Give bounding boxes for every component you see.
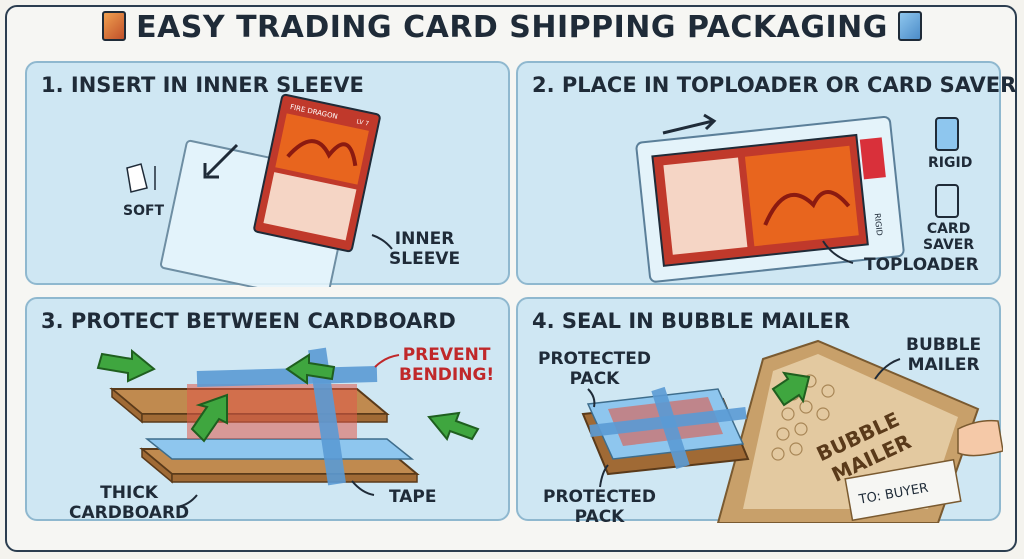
step-2-title: 2. PLACE IN TOPLOADER OR CARD SAVER bbox=[532, 73, 1017, 97]
callout-line bbox=[822, 240, 854, 264]
rigid-label: RIGID bbox=[928, 155, 973, 171]
page-title: EASY TRADING CARD SHIPPING PACKAGING bbox=[0, 10, 1024, 45]
inner-sleeve-label: INNER SLEEVE bbox=[389, 229, 461, 269]
prevent-bending-label: PREVENT BENDING! bbox=[399, 345, 495, 385]
title-text: EASY TRADING CARD SHIPPING PACKAGING bbox=[136, 10, 888, 45]
step-1-illustration: FIRE DRAGON LV 7 bbox=[126, 93, 393, 287]
step-2-illustration: RIGID bbox=[635, 113, 959, 283]
card-stack bbox=[144, 438, 415, 460]
card-saver-label: CARD SAVER bbox=[923, 221, 975, 253]
rigid-toploader-icon bbox=[935, 117, 959, 151]
soft-sleeve-icon bbox=[126, 163, 148, 193]
step-1-title: 1. INSERT IN INNER SLEEVE bbox=[41, 73, 364, 97]
step-3-title: 3. PROTECT BETWEEN CARDBOARD bbox=[41, 309, 456, 333]
press-arrow-icon bbox=[427, 411, 480, 441]
press-arrow-icon bbox=[285, 353, 336, 385]
callout-line bbox=[371, 234, 393, 250]
step-3-panel: 3. PROTECT BETWEEN CARDBOARD PREVENT BEN… bbox=[25, 297, 510, 523]
protected-pack-label-bottom: PROTECTED PACK bbox=[543, 487, 657, 527]
insert-arrow-icon bbox=[771, 371, 811, 407]
tape-label: TAPE bbox=[389, 487, 437, 507]
toploader-icon bbox=[897, 11, 922, 41]
toploader: RIGID bbox=[635, 115, 905, 283]
thick-cardboard-label: THICK CARDBOARD bbox=[69, 483, 190, 523]
address-label-box bbox=[844, 458, 962, 522]
dragon-card: FIRE DRAGON LV 7 bbox=[253, 93, 381, 253]
warning-arrow bbox=[374, 354, 400, 368]
rigid-side-text: RIGID bbox=[873, 213, 884, 236]
protected-pack-label-top: PROTECTED PACK bbox=[538, 349, 652, 389]
card-level: LV 7 bbox=[356, 118, 370, 127]
hand bbox=[957, 419, 1003, 457]
soft-label: SOFT bbox=[123, 203, 165, 219]
step-2-panel: 2. PLACE IN TOPLOADER OR CARD SAVER RIGI… bbox=[516, 61, 1016, 285]
step-4-title: 4. SEAL IN BUBBLE MAILER bbox=[532, 309, 850, 333]
press-arrow-icon bbox=[96, 348, 156, 383]
slide-arrow bbox=[703, 113, 717, 131]
insert-arrow bbox=[203, 163, 219, 179]
step-3-illustration bbox=[96, 347, 480, 508]
press-arrow-icon bbox=[190, 393, 228, 443]
trading-card-icon bbox=[102, 11, 127, 41]
card-saver-icon bbox=[935, 184, 959, 218]
step-1-panel: 1. INSERT IN INNER SLEEVE FIRE DRAGON LV… bbox=[25, 61, 510, 287]
step-4-panel: 4. SEAL IN BUBBLE MAILER TO: BUYER BUBBL… bbox=[516, 297, 1003, 527]
step-4-illustration: TO: BUYER BUBBLE MAILER bbox=[581, 339, 1003, 523]
bubble-mailer-label: BUBBLE MAILER bbox=[906, 335, 982, 375]
toploader-label: TOPLOADER bbox=[864, 255, 979, 275]
pull-tab bbox=[859, 137, 886, 180]
